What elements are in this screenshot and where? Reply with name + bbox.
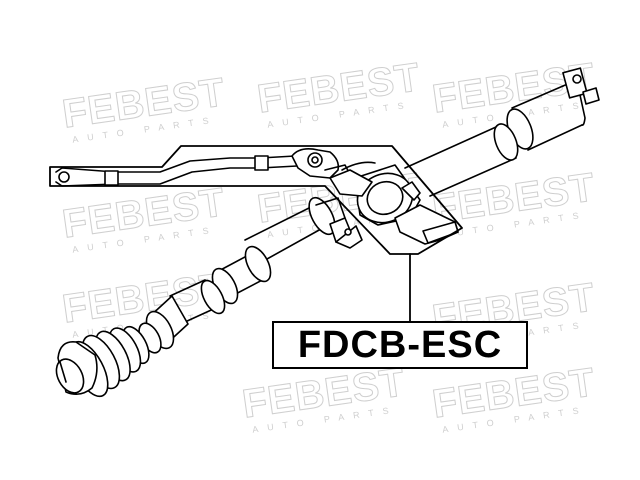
- part-number-label: FDCB-ESC: [272, 321, 528, 369]
- callout-frame: [49, 145, 463, 255]
- part-number-text: FDCB-ESC: [297, 323, 503, 366]
- front-axle-section: [138, 279, 226, 354]
- center-tube: [341, 123, 519, 197]
- front-shaft-section: [244, 196, 363, 265]
- center-bearing: [329, 164, 459, 245]
- cv-boot: [69, 325, 150, 398]
- cv-joint: [55, 341, 98, 396]
